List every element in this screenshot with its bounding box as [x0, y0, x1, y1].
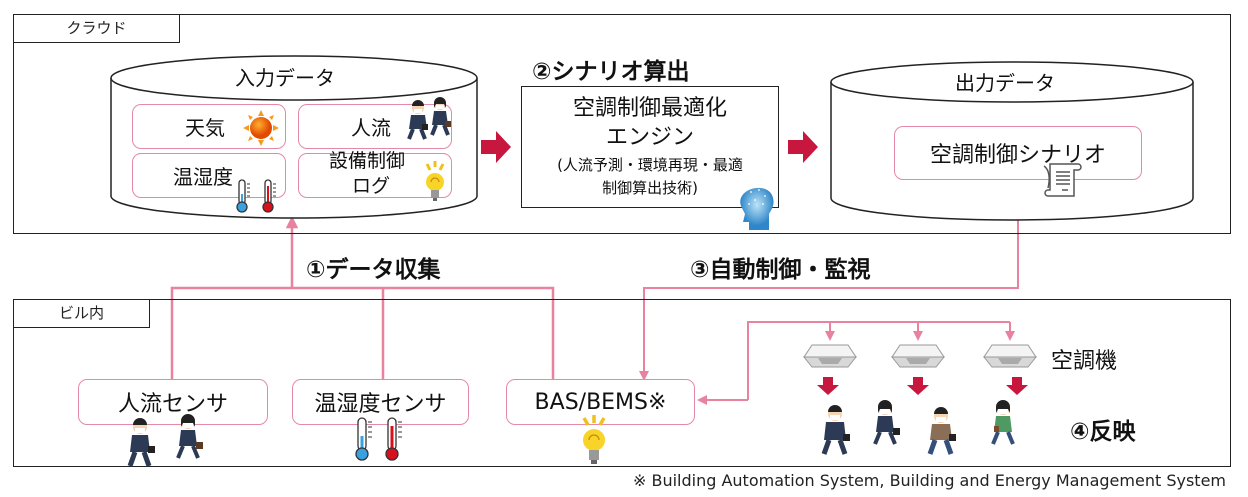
sensor-label: 温湿度センサ	[314, 392, 447, 417]
cloud-frame-label: クラウド	[13, 14, 180, 43]
input-item-equipment-log	[298, 153, 452, 198]
input-item-label-line2: ログ	[352, 175, 391, 197]
step3-auto-control-monitor-label: ③自動制御・監視	[690, 257, 871, 283]
people-flow-sensor-box: 人流センサ	[78, 379, 268, 425]
input-item-label: 天気	[185, 116, 225, 140]
ceiling-air-conditioner-icon	[982, 344, 1038, 368]
cloud-frame	[13, 14, 1231, 234]
arrow-down-icon	[817, 377, 839, 395]
input-item-temp-humidity: 温湿度	[132, 153, 286, 198]
ceiling-air-conditioner-icon	[802, 344, 858, 368]
input-item-label-line1: 設備制御	[329, 150, 406, 172]
arrow-down-icon	[1006, 377, 1028, 395]
input-item-label: 温湿度	[173, 165, 233, 189]
thermometer-icon	[355, 417, 402, 461]
input-data-title: 入力データ	[235, 66, 335, 90]
footnote: ※ Building Automation System, Building a…	[632, 471, 1226, 490]
bas-bems-box: BAS/BEMS※	[506, 379, 695, 425]
air-conditioner-label: 空調機	[1051, 349, 1118, 374]
input-item-people-flow: 人流	[298, 104, 452, 149]
temp-humidity-sensor-box: 温湿度センサ	[292, 379, 469, 425]
optimization-engine-box	[521, 86, 779, 208]
building-frame	[13, 299, 1231, 467]
engine-title-line1: 空調制御最適化	[572, 96, 727, 121]
ceiling-air-conditioner-icon	[890, 344, 946, 368]
output-data-title: 出力データ	[955, 71, 1055, 95]
lightbulb-icon	[425, 161, 445, 201]
input-item-label: 人流	[351, 116, 391, 140]
people-walking-icon	[407, 97, 451, 140]
step2-scenario-calculation-label: ②シナリオ算出	[532, 59, 690, 85]
arrow-down-icon	[907, 377, 929, 395]
ac-control-scenario-box: 空調制御シナリオ	[894, 126, 1142, 180]
lightbulb-icon	[582, 415, 606, 464]
people-walking-icon	[127, 414, 203, 467]
thermometer-icon	[236, 179, 276, 213]
step4-reflect-label: ④反映	[1070, 419, 1136, 445]
step1-data-collection-label: ①データ収集	[306, 257, 441, 283]
sun-icon	[243, 110, 279, 146]
scroll-document-icon	[1043, 163, 1082, 197]
building-frame-label: ビル内	[13, 299, 150, 328]
flow-arrow-right-icon	[481, 131, 511, 163]
engine-title-line2: エンジン	[605, 125, 694, 150]
engine-subtitle-line2: 制御算出技術)	[602, 179, 698, 197]
engine-subtitle-line1: (人流予測・環境再現・最適	[557, 156, 743, 174]
sensor-label: 人流センサ	[117, 392, 228, 417]
flow-arrow-right-icon	[788, 131, 818, 163]
occupant-people-icon	[821, 400, 1015, 455]
sensor-label: BAS/BEMS※	[534, 389, 667, 415]
ai-brain-head-icon	[740, 187, 774, 230]
